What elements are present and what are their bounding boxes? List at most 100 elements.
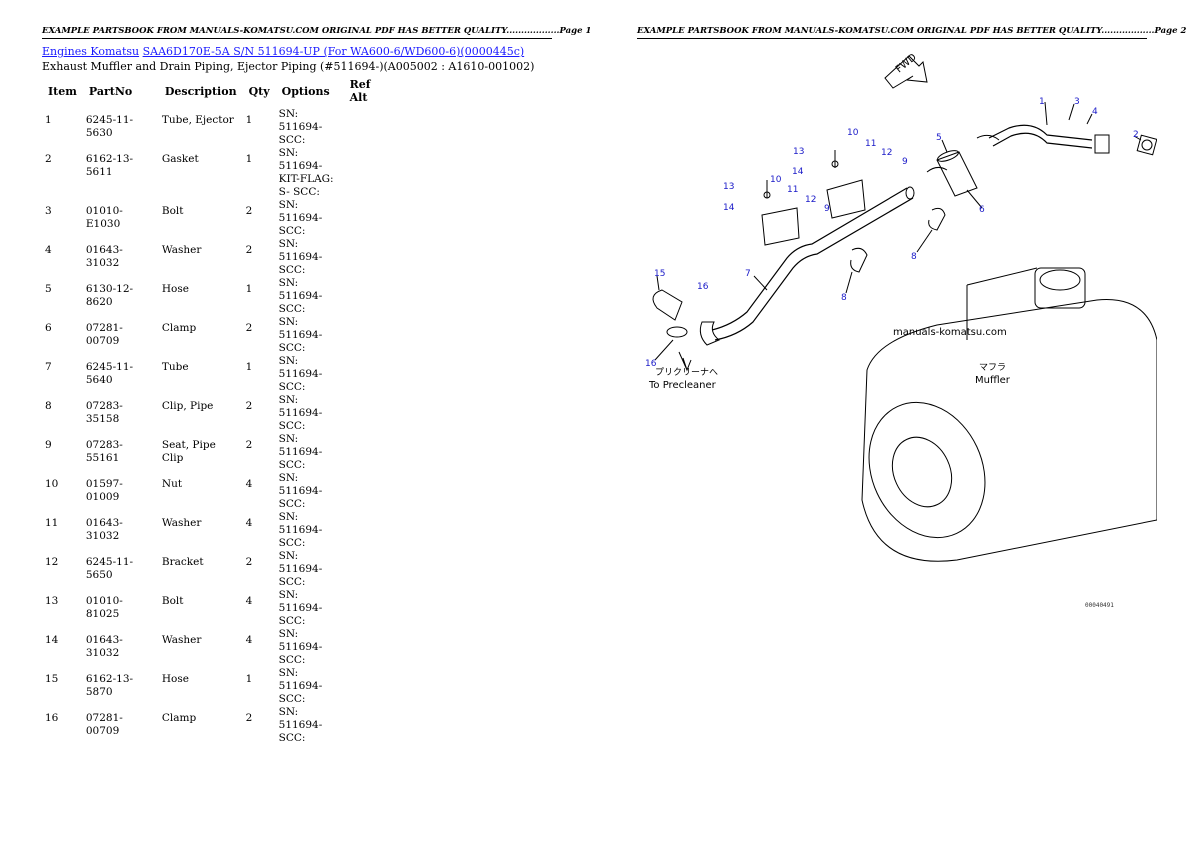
cell-item: 12 bbox=[45, 556, 59, 568]
parts-diagram: 1 2 3 4 5 6 7 8 8 9 9 10 10 11 11 12 12 … bbox=[645, 52, 1157, 562]
callout-15: 15 bbox=[654, 269, 665, 279]
cell-qty: 2 bbox=[245, 400, 253, 412]
cell-ref-alt bbox=[344, 316, 390, 355]
cell-options: SN: 511694- SCC: bbox=[278, 667, 323, 705]
callout-13a: 13 bbox=[793, 147, 804, 157]
cell-ref-alt bbox=[344, 277, 390, 316]
cell-qty: 1 bbox=[245, 361, 253, 373]
cell-qty: 1 bbox=[245, 114, 253, 126]
cell-description: Tube bbox=[161, 361, 189, 373]
cell-options: SN: 511694- KIT-FLAG: S- SCC: bbox=[278, 147, 334, 198]
cell-qty: 2 bbox=[245, 322, 253, 334]
cell-ref-alt bbox=[344, 589, 390, 628]
cell-ref-alt bbox=[344, 147, 390, 199]
muffler-label-jp: マフラ bbox=[979, 362, 1006, 373]
breadcrumb-link-model[interactable]: SAA6D170E-5A S/N 511694-UP (For WA600-6/… bbox=[142, 45, 525, 58]
cell-description: Clamp bbox=[161, 322, 197, 334]
cell-qty: 1 bbox=[245, 153, 253, 165]
breadcrumb: Engines Komatsu SAA6D170E-5A S/N 511694-… bbox=[42, 45, 524, 58]
cell-ref-alt bbox=[344, 199, 390, 238]
cell-item: 7 bbox=[45, 361, 52, 373]
cell-qty: 4 bbox=[245, 634, 253, 646]
cell-ref-alt bbox=[344, 472, 390, 511]
page-2-header: EXAMPLE PARTSBOOK FROM MANUALS-KOMATSU.C… bbox=[637, 26, 1186, 39]
cell-item: 16 bbox=[45, 712, 59, 724]
cell-ref-alt bbox=[344, 550, 390, 589]
cell-item: 6 bbox=[45, 322, 52, 334]
cell-options: SN: 511694- SCC: bbox=[278, 550, 323, 588]
cell-partno: 6162-13-5611 bbox=[85, 153, 134, 178]
cell-description: Bolt bbox=[161, 205, 184, 217]
cell-ref-alt bbox=[344, 108, 390, 147]
cell-ref-alt bbox=[344, 238, 390, 277]
cell-partno: 01643-31032 bbox=[85, 517, 123, 542]
cell-description: Nut bbox=[161, 478, 183, 490]
tube-long bbox=[711, 187, 908, 331]
cell-item: 11 bbox=[45, 517, 59, 529]
fwd-arrow-icon bbox=[884, 55, 928, 89]
cell-partno: 01597-01009 bbox=[85, 478, 123, 503]
table-row: 2 6162-13-5611 Gasket 1 SN: 511694- KIT-FLAG… bbox=[42, 147, 390, 199]
cell-description: Gasket bbox=[161, 153, 199, 165]
callout-16b: 16 bbox=[645, 359, 657, 369]
cell-qty: 4 bbox=[245, 517, 253, 529]
cell-options: SN: 511694- SCC: bbox=[278, 433, 323, 471]
cell-description: Hose bbox=[161, 673, 189, 685]
cell-description: Tube, Ejector bbox=[161, 114, 234, 126]
cell-partno: 6130-12-8620 bbox=[85, 283, 134, 308]
breadcrumb-link-engines[interactable]: Engines Komatsu bbox=[42, 45, 140, 58]
cell-item: 10 bbox=[45, 478, 59, 490]
cell-description: Hose bbox=[161, 283, 189, 295]
cell-description: Clip, Pipe bbox=[161, 400, 214, 412]
cell-description: Washer bbox=[161, 244, 202, 256]
callout-1: 1 bbox=[1039, 97, 1045, 107]
callout-8a: 8 bbox=[841, 293, 847, 303]
cell-options: SN: 511694- SCC: bbox=[278, 199, 323, 237]
cell-qty: 2 bbox=[245, 556, 253, 568]
cell-item: 2 bbox=[45, 153, 52, 165]
cell-ref-alt bbox=[344, 433, 390, 472]
cell-qty: 1 bbox=[245, 673, 253, 685]
cell-options: SN: 511694- SCC: bbox=[278, 628, 323, 666]
cell-description: Washer bbox=[161, 517, 202, 529]
cell-item: 3 bbox=[45, 205, 52, 217]
table-header-row: Item PartNo Description Qty Options Ref … bbox=[42, 76, 390, 108]
cell-options: SN: 511694- SCC: bbox=[278, 238, 323, 276]
callout-2: 2 bbox=[1133, 130, 1139, 140]
cell-qty: 1 bbox=[245, 283, 253, 295]
cell-ref-alt bbox=[344, 706, 390, 745]
column-header-ref-alt: Ref Alt bbox=[349, 78, 371, 104]
cell-partno: 07281-00709 bbox=[85, 712, 123, 737]
page-1-header: EXAMPLE PARTSBOOK FROM MANUALS-KOMATSU.C… bbox=[42, 26, 591, 39]
callout-8b: 8 bbox=[911, 252, 917, 262]
column-header-item: Item bbox=[48, 84, 77, 98]
column-header-qty: Qty bbox=[248, 84, 270, 98]
cell-qty: 4 bbox=[245, 478, 253, 490]
cell-options: SN: 511694- SCC: bbox=[278, 511, 323, 549]
callout-14a: 14 bbox=[792, 167, 804, 177]
page-subtitle: Exhaust Muffler and Drain Piping, Ejecto… bbox=[42, 60, 535, 73]
cell-options: SN: 511694- SCC: bbox=[278, 394, 323, 432]
parts-table: Item PartNo Description Qty Options Ref … bbox=[42, 76, 390, 745]
tube-ejector bbox=[988, 124, 1093, 141]
callout-3: 3 bbox=[1074, 97, 1080, 107]
callout-11b: 11 bbox=[787, 185, 798, 195]
column-header-partno: PartNo bbox=[88, 84, 133, 98]
callout-12b: 12 bbox=[805, 195, 816, 205]
cell-item: 15 bbox=[45, 673, 59, 685]
callout-13b: 13 bbox=[723, 182, 734, 192]
cell-description: Bolt bbox=[161, 595, 184, 607]
cell-qty: 2 bbox=[245, 205, 253, 217]
cell-description: Seat, Pipe Clip bbox=[161, 439, 216, 464]
cell-description: Clamp bbox=[161, 712, 197, 724]
cell-description: Washer bbox=[161, 634, 202, 646]
callout-12a: 12 bbox=[881, 148, 892, 158]
